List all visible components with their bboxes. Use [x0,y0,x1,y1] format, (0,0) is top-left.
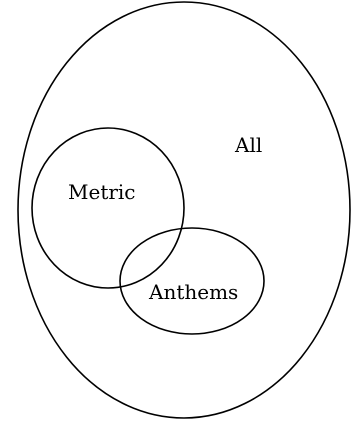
set-anthems-label: Anthems [148,280,238,304]
set-metric-label: Metric [68,180,136,204]
set-anthems-ellipse [119,227,265,335]
set-all-ellipse [17,1,351,419]
set-all-label: All [234,133,262,157]
set-metric-ellipse [31,127,185,289]
